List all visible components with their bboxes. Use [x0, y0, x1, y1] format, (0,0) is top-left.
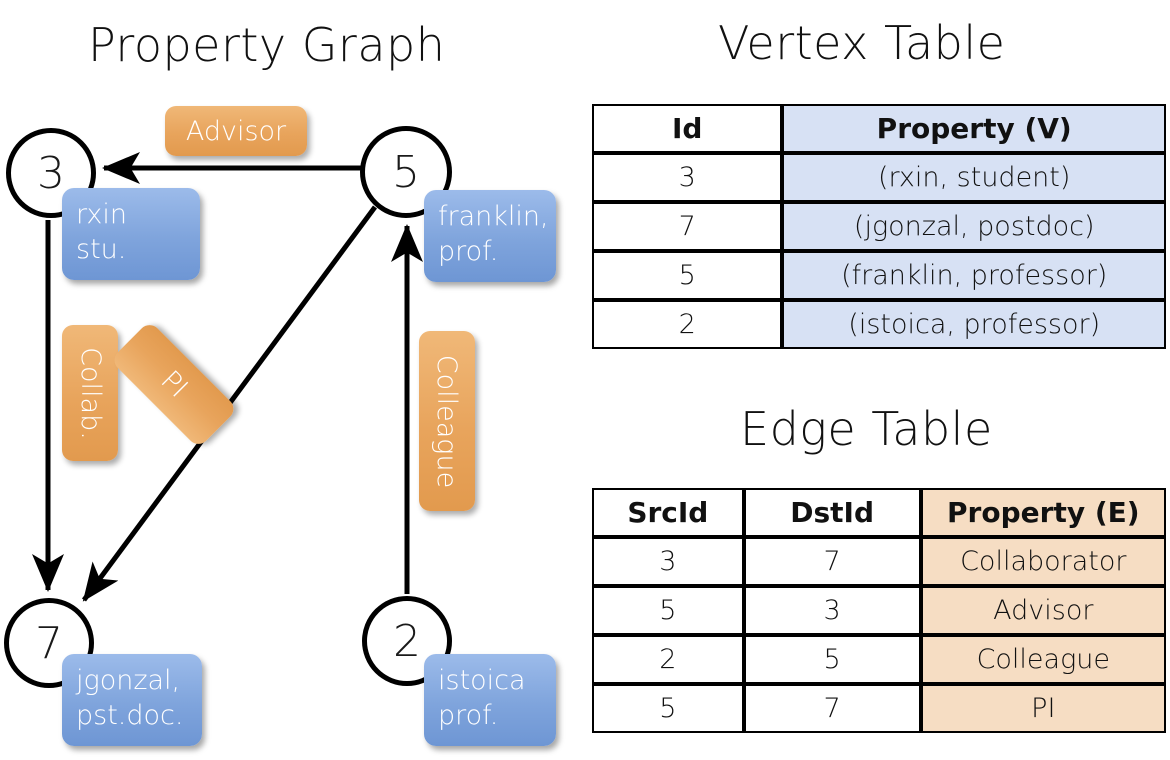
cell-dstid: 3	[743, 586, 921, 635]
table-header-row: SrcId DstId Property (E)	[592, 488, 1166, 537]
vertex-property-line-2: pst.doc.	[76, 699, 184, 731]
cell-property: Advisor	[920, 586, 1166, 635]
table-row: 2 (istoica, professor)	[592, 300, 1166, 349]
edge-label-collab: Collab.	[62, 325, 118, 461]
vertex-property-line-2: prof.	[438, 699, 499, 731]
table-row: 5 7 PI	[592, 684, 1166, 733]
vertex-property-line-2: prof.	[438, 235, 499, 267]
graph-node-5[interactable]: 5	[360, 126, 452, 218]
graph-node-2[interactable]: 2	[362, 596, 452, 686]
cell-id: 7	[592, 202, 783, 251]
cell-property: PI	[920, 684, 1166, 733]
cell-dstid: 7	[743, 684, 921, 733]
table-row: 5 3 Advisor	[592, 586, 1166, 635]
cell-id: 5	[592, 251, 783, 300]
table-row: 3 (rxin, student)	[592, 153, 1166, 202]
table-row: 3 7 Collaborator	[592, 537, 1166, 586]
cell-property: (jgonzal, postdoc)	[782, 202, 1166, 251]
table-row: 5 (franklin, professor)	[592, 251, 1166, 300]
cell-property: Collaborator	[920, 537, 1166, 586]
table-row: 2 5 Colleague	[592, 635, 1166, 684]
page-title-vertex-table: Vertex Table	[718, 16, 1006, 70]
cell-srcid: 2	[592, 635, 744, 684]
edge-label-advisor: Advisor	[165, 106, 307, 156]
cell-dstid: 7	[743, 537, 921, 586]
edge-label-text: PI	[154, 364, 194, 405]
table-header-row: Id Property (V)	[592, 104, 1166, 153]
edge-label-text: Collab.	[74, 346, 106, 440]
vertex-property-line-1: istoica	[438, 665, 526, 696]
cell-property: Colleague	[920, 635, 1166, 684]
edge-label-colleague: Colleague	[419, 331, 475, 511]
page-title-property-graph: Property Graph	[88, 18, 446, 72]
column-header-property-e: Property (E)	[920, 488, 1166, 537]
vertex-property-line-1: franklin,	[438, 201, 549, 232]
cell-property: (franklin, professor)	[782, 251, 1166, 300]
vertex-property-box-5: franklin, prof.	[424, 190, 556, 282]
vertex-property-line-1: rxin	[76, 199, 127, 230]
vertex-property-line-2: stu.	[76, 233, 127, 265]
cell-srcid: 3	[592, 537, 744, 586]
property-graph-diagram: 3 5 7 2 rxin stu. franklin, prof. jgonza…	[4, 106, 556, 746]
column-header-srcid: SrcId	[592, 488, 744, 537]
table-row: 7 (jgonzal, postdoc)	[592, 202, 1166, 251]
cell-dstid: 5	[743, 635, 921, 684]
column-header-property-v: Property (V)	[782, 104, 1166, 153]
edge-label-text: Colleague	[431, 354, 463, 488]
cell-srcid: 5	[592, 684, 744, 733]
cell-id: 3	[592, 153, 783, 202]
edge-table: SrcId DstId Property (E) 3 7 Collaborato…	[592, 488, 1166, 733]
vertex-table: Id Property (V) 3 (rxin, student) 7 (jgo…	[592, 104, 1166, 349]
cell-property: (istoica, professor)	[782, 300, 1166, 349]
edge-label-text: Advisor	[185, 115, 287, 147]
vertex-property-box-3: rxin stu.	[62, 188, 200, 280]
vertex-property-box-2: istoica prof.	[424, 654, 556, 746]
column-header-id: Id	[592, 104, 783, 153]
cell-property: (rxin, student)	[782, 153, 1166, 202]
page-title-edge-table: Edge Table	[740, 402, 993, 456]
vertex-property-box-7: jgonzal, pst.doc.	[62, 654, 202, 746]
vertex-property-line-1: jgonzal,	[76, 665, 181, 696]
column-header-dstid: DstId	[743, 488, 921, 537]
cell-id: 2	[592, 300, 783, 349]
cell-srcid: 5	[592, 586, 744, 635]
